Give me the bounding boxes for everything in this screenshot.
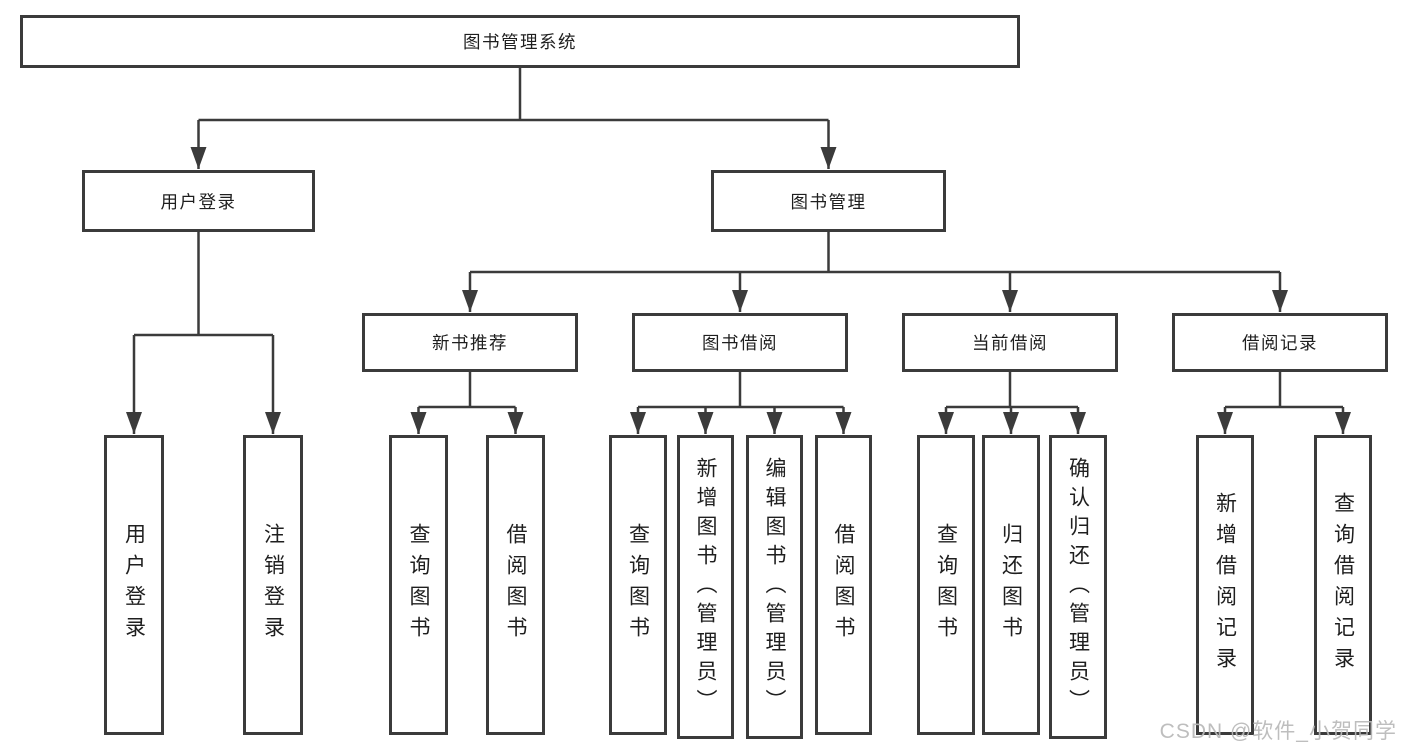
node-label: 查询图书 bbox=[934, 523, 958, 647]
csdn-watermark: CSDN @软件_小贺同学 bbox=[1159, 720, 1397, 743]
node-label: 归还图书 bbox=[999, 523, 1023, 647]
node-root-system: 图书管理系统 bbox=[20, 15, 1020, 68]
node-label: 查询图书 bbox=[626, 523, 650, 647]
node-user-login-branch: 用户登录 bbox=[82, 170, 315, 232]
node-leaf-borrow-books-1: 借阅图书 bbox=[486, 435, 545, 735]
node-current-borrow: 当前借阅 bbox=[902, 313, 1118, 372]
node-label: 借阅图书 bbox=[832, 523, 855, 647]
node-book-management-branch: 图书管理 bbox=[711, 170, 946, 232]
node-leaf-query-books-2: 查询图书 bbox=[609, 435, 667, 735]
node-leaf-query-books-3: 查询图书 bbox=[917, 435, 975, 735]
node-label: 新书推荐 bbox=[432, 333, 508, 353]
node-label: 图书借阅 bbox=[702, 333, 778, 353]
node-leaf-query-borrow-record: 查询借阅记录 bbox=[1314, 435, 1372, 735]
node-leaf-logout: 注销登录 bbox=[243, 435, 303, 735]
node-label: 确认归还（管理员） bbox=[1066, 456, 1090, 718]
node-leaf-query-books-1: 查询图书 bbox=[389, 435, 448, 735]
node-label: 新增借阅记录 bbox=[1213, 492, 1237, 678]
node-leaf-borrow-books-2: 借阅图书 bbox=[815, 435, 872, 735]
node-leaf-confirm-return-admin: 确认归还（管理员） bbox=[1049, 435, 1107, 739]
node-leaf-add-book-admin: 新增图书（管理员） bbox=[677, 435, 734, 739]
node-label: 查询借阅记录 bbox=[1331, 492, 1355, 678]
node-label: 用户登录 bbox=[160, 191, 237, 212]
node-new-book-recommend: 新书推荐 bbox=[362, 313, 578, 372]
node-label: 当前借阅 bbox=[972, 333, 1048, 353]
node-leaf-edit-book-admin: 编辑图书（管理员） bbox=[746, 435, 803, 739]
node-label: 借阅记录 bbox=[1242, 333, 1318, 353]
node-label: 借阅图书 bbox=[504, 523, 527, 647]
node-label: 新增图书（管理员） bbox=[694, 456, 717, 718]
node-label: 查询图书 bbox=[407, 523, 430, 647]
node-leaf-add-borrow-record: 新增借阅记录 bbox=[1196, 435, 1254, 735]
node-leaf-user-login: 用户登录 bbox=[104, 435, 164, 735]
node-leaf-return-book: 归还图书 bbox=[982, 435, 1040, 735]
node-book-borrow: 图书借阅 bbox=[632, 313, 848, 372]
node-label: 图书管理 bbox=[790, 191, 867, 212]
node-label: 图书管理系统 bbox=[463, 32, 577, 52]
node-label: 注销登录 bbox=[261, 523, 285, 647]
node-label: 用户登录 bbox=[122, 523, 146, 647]
node-label: 编辑图书（管理员） bbox=[763, 456, 786, 718]
node-borrow-record: 借阅记录 bbox=[1172, 313, 1388, 372]
